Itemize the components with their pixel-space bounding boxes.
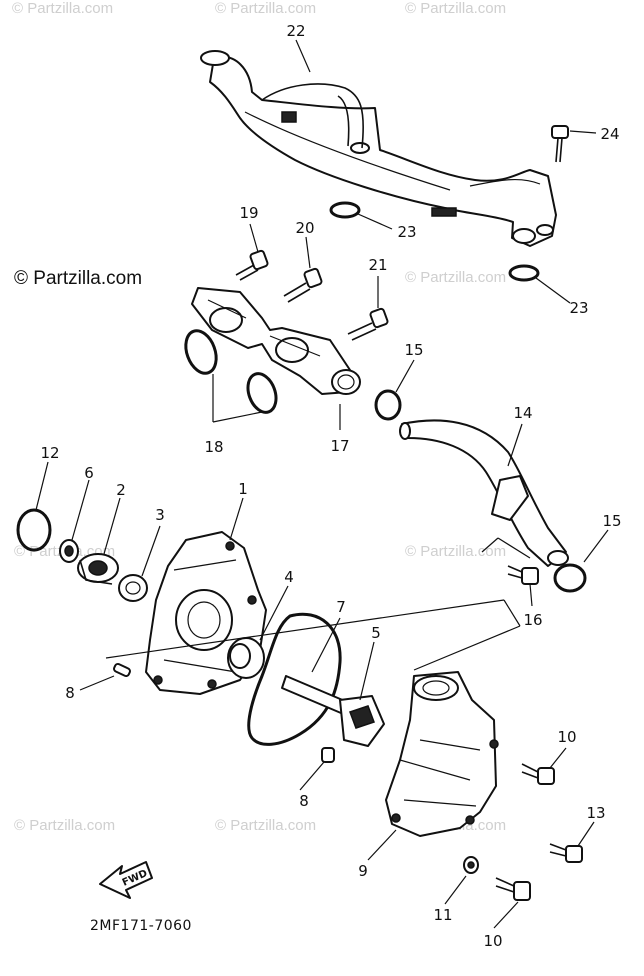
watermark: © Partzilla.com [215, 0, 316, 17]
bolt-21 [347, 307, 389, 341]
callout-16: 16 [523, 611, 542, 629]
callout-20: 20 [295, 219, 314, 237]
dowel-pin-8b [321, 747, 335, 763]
callout-3: 3 [155, 506, 165, 524]
callout-8b: 8 [299, 792, 309, 810]
callout-7: 7 [336, 598, 346, 616]
leader-lines [35, 39, 609, 929]
gasket-18b [246, 372, 278, 414]
callout-9: 9 [358, 862, 368, 880]
seal-6 [59, 539, 79, 563]
callout-4: 4 [284, 568, 294, 586]
callout-23a: 23 [397, 223, 416, 241]
callout-21: 21 [368, 256, 387, 274]
brand-label: © Partzilla.com [14, 268, 142, 289]
callout-8a: 8 [65, 684, 75, 702]
o-ring-15b [553, 563, 587, 593]
bolt-10a [521, 763, 555, 785]
watermark: © Partzilla.com [405, 543, 506, 560]
callout-2: 2 [116, 481, 126, 499]
watermark: © Partzilla.com [405, 0, 506, 17]
seal-3 [118, 574, 148, 602]
callout-19: 19 [239, 204, 258, 222]
callout-15b: 15 [602, 512, 621, 530]
o-ring-15a [374, 389, 402, 421]
bolt-24 [551, 125, 569, 163]
gasket-18a [184, 329, 218, 375]
bolt-10b [495, 877, 531, 901]
callout-6: 6 [84, 464, 94, 482]
callout-10a: 10 [557, 728, 576, 746]
callout-15a: 15 [404, 341, 423, 359]
watermark: © Partzilla.com [215, 817, 316, 834]
bolt-20 [283, 267, 323, 303]
gasket-7 [247, 612, 342, 746]
drawing-code: 2MF171-7060 [90, 918, 192, 934]
callout-24: 24 [600, 125, 619, 143]
bolt-19 [235, 249, 269, 281]
o-ring-23b [508, 264, 540, 282]
shaft-5 [281, 675, 385, 747]
watermark: © Partzilla.com [14, 817, 115, 834]
callout-1: 1 [238, 480, 248, 498]
callout-11: 11 [433, 906, 452, 924]
callout-22: 22 [286, 22, 305, 40]
pipe-assembly-22 [200, 50, 557, 247]
callout-10b: 10 [483, 932, 502, 950]
washer-11 [463, 856, 479, 874]
callout-12: 12 [40, 444, 59, 462]
watermark: © Partzilla.com [405, 269, 506, 286]
callout-14: 14 [513, 404, 532, 422]
bearing-2 [77, 553, 119, 585]
callout-labels: 22 24 23 23 19 20 21 15 14 18 17 12 6 2 … [40, 22, 621, 950]
housing-17 [191, 287, 361, 395]
o-ring-12 [16, 508, 52, 552]
bolt-16 [507, 565, 539, 585]
callout-13: 13 [586, 804, 605, 822]
bolt-13 [549, 843, 583, 863]
dowel-pin-8a [113, 662, 131, 678]
pipe-14 [399, 419, 569, 567]
callout-17: 17 [330, 437, 349, 455]
pump-housing-9 [385, 671, 499, 837]
watermark: © Partzilla.com [12, 0, 113, 17]
callout-23b: 23 [569, 299, 588, 317]
impeller-4 [227, 637, 265, 679]
callout-18: 18 [204, 438, 223, 456]
o-ring-23a [329, 201, 361, 219]
fwd-arrow-icon: FWD [99, 861, 153, 899]
callout-5: 5 [371, 624, 381, 642]
